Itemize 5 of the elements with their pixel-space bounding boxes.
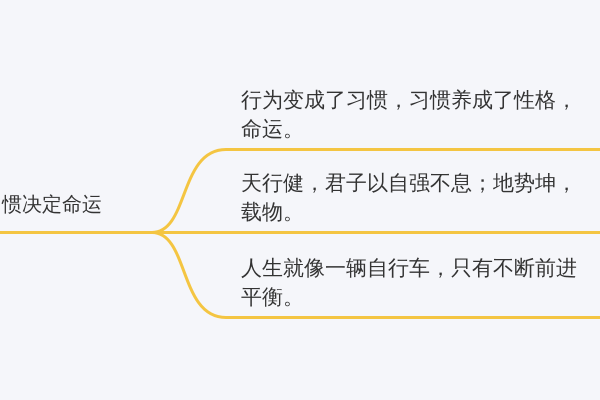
topic-text: 惯决定命运 (2, 191, 103, 218)
branch-line (152, 231, 226, 319)
branch-text: 行为变成了习惯，习惯养成了性格，命运。 (241, 87, 578, 143)
branch-text: 人生就像一辆自行车，只有不断前进平衡。 (241, 255, 578, 311)
branch-text: 天行健，君子以自强不息；地势坤，载物。 (241, 170, 578, 226)
